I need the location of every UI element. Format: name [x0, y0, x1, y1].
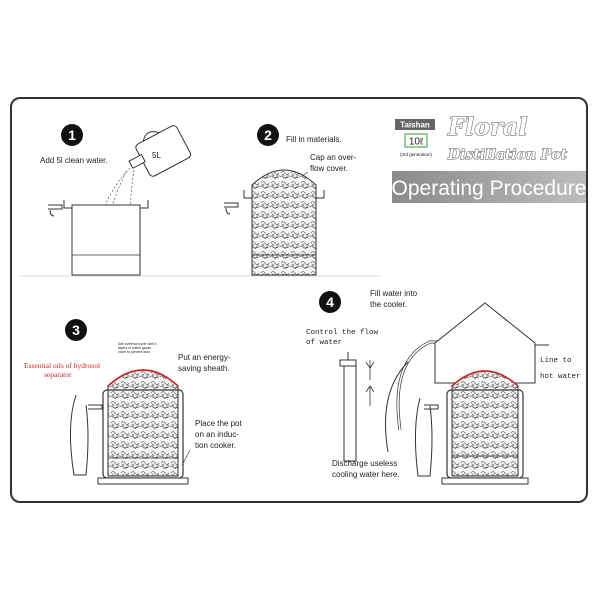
brand-badge — [395, 119, 435, 130]
fill-cooler-line2: the cooler. — [370, 300, 407, 309]
discharge-line2: cooling water here. — [332, 470, 400, 479]
sheath-line1: Put an energy- — [178, 353, 231, 362]
control-flow-line2: of water — [306, 339, 342, 347]
cover-note-line3: cover to prevent dust — [118, 350, 150, 354]
hot-water-line2: hot water — [540, 373, 581, 381]
step-2-badge — [257, 124, 279, 146]
separator-label-line1: Essential oils of hydrosol — [24, 361, 100, 370]
separator-label-line2: separator — [44, 370, 72, 379]
product-title-line1: Floral — [447, 112, 527, 141]
pot-step-3 — [69, 369, 189, 485]
brand-name: Taishan — [400, 121, 430, 130]
step-2-number: 2 — [264, 127, 272, 143]
faucet-and-hoses — [339, 340, 440, 462]
place-line3: tion cooker. — [195, 441, 236, 450]
step-1-badge — [61, 124, 83, 146]
water-jug — [128, 125, 192, 177]
step-2: 2 Fill in materials. Cap an over- flow c… — [224, 124, 357, 276]
cover-note-line2: layers of cotton gauze — [118, 346, 151, 350]
control-flow-line1: Control the flow — [306, 329, 379, 337]
step-1-number: 1 — [68, 127, 76, 143]
sheath-line2: saving sheath. — [178, 364, 230, 373]
step-1-label: Add 5l clean water. — [40, 156, 108, 165]
product-title-line2: Distillation Pot — [447, 147, 567, 163]
discharge-line1: Discharge useless — [332, 459, 397, 468]
place-line2: on an induc- — [195, 430, 239, 439]
step-3-number: 3 — [72, 322, 80, 338]
fill-cooler-line1: Fill water into — [370, 289, 418, 298]
pot-step-2 — [224, 169, 325, 276]
step-2-fill-label: Fill in materials. — [286, 135, 342, 144]
pot-step-4 — [414, 302, 549, 485]
subtitle: Operating Procedure — [392, 177, 587, 200]
step-4-number: 4 — [326, 294, 334, 310]
step-1: 1 Add 5l clean water. 5L — [40, 124, 192, 276]
capacity-label: 10ℓ — [409, 137, 424, 148]
jug-volume-label: 5L — [152, 151, 161, 160]
step-4-badge — [319, 291, 341, 313]
capacity-box — [404, 133, 428, 148]
step-2-cap-line1: Cap an over- — [310, 153, 357, 162]
step-3: 3 Essential oils of hydrosol separator A… — [24, 319, 242, 485]
step-4: 4 Fill water into the cooler. Control th… — [306, 289, 581, 485]
cover-note-line1: Anti overflow cover with 3 — [118, 342, 157, 346]
step-3-badge — [65, 319, 87, 341]
place-line1: Place the pot — [195, 419, 242, 428]
brand-header: Taishan 10ℓ (3rd generation) Floral Dist… — [392, 112, 587, 203]
subtitle-band — [392, 171, 586, 203]
pot-step-1 — [48, 200, 149, 276]
step-2-cap-line2: flow cover. — [310, 164, 348, 173]
hot-water-line1: Line to — [540, 357, 572, 365]
generation-label: (3rd generation) — [400, 152, 433, 157]
